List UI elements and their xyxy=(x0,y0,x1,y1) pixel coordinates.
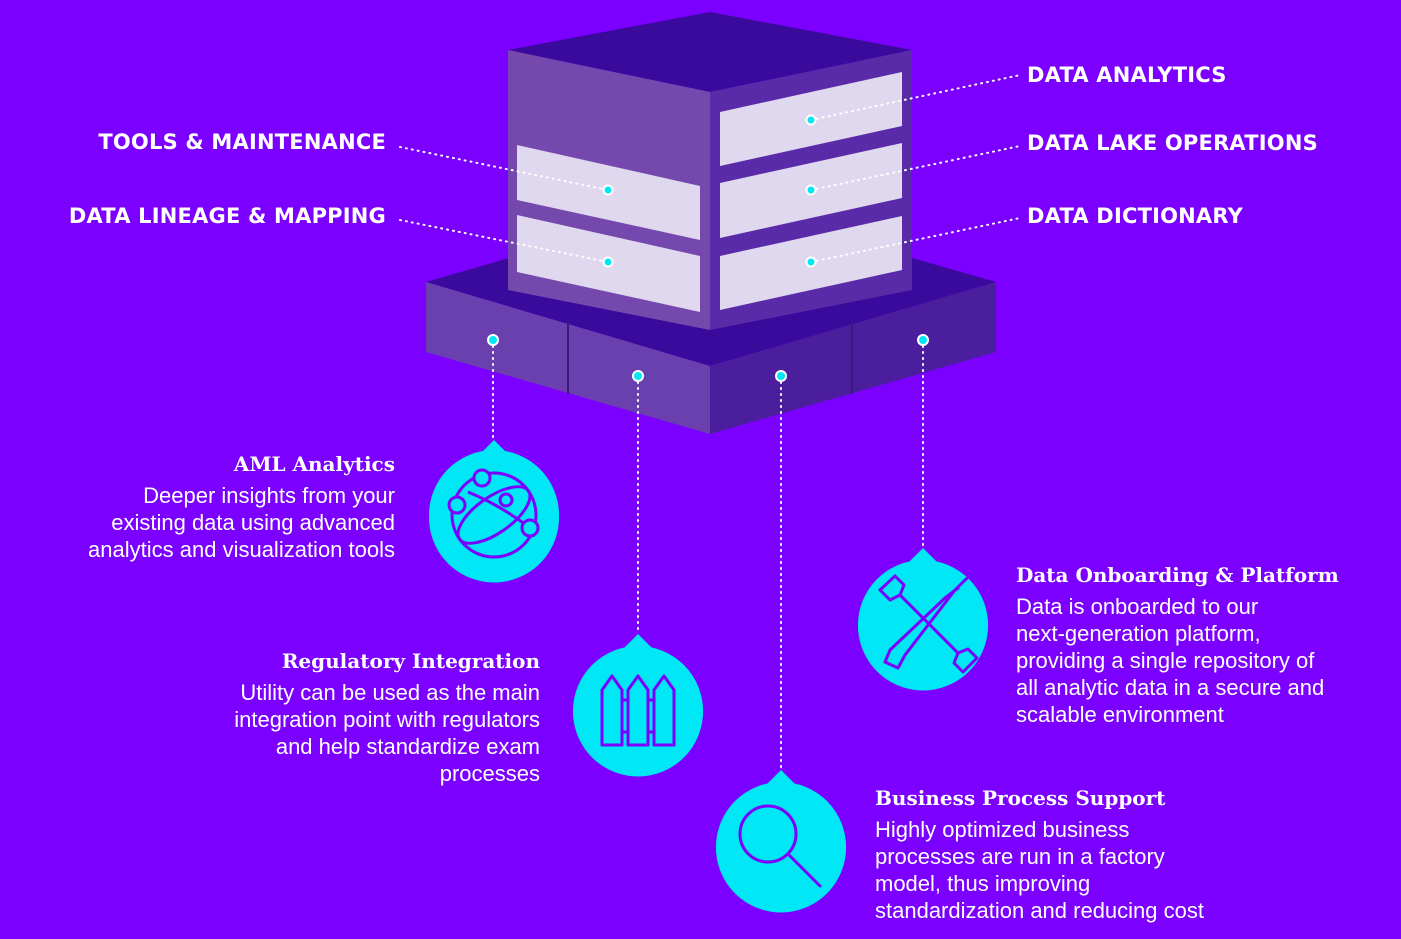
magnifier-icon xyxy=(738,804,822,888)
label-data-lake: DATA LAKE OPERATIONS xyxy=(1027,131,1318,155)
feature-body: Highly optimized business processes are … xyxy=(875,817,1204,923)
feature-business-process: Business Process Support Highly optimize… xyxy=(875,786,1275,924)
onboarding-badge xyxy=(857,548,988,691)
feature-body: Deeper insights from your existing data … xyxy=(88,483,395,562)
connector-dots xyxy=(487,114,929,382)
regulatory-badge xyxy=(573,634,704,777)
feature-body: Data is onboarded to our next-generation… xyxy=(1016,594,1325,727)
feature-title: Business Process Support xyxy=(875,786,1166,810)
fence-icon xyxy=(600,674,676,747)
feature-title: Data Onboarding & Platform xyxy=(1016,563,1339,587)
feature-title: AML Analytics xyxy=(233,452,395,476)
feature-regulatory-integration: Regulatory Integration Utility can be us… xyxy=(120,649,540,787)
feature-body: Utility can be used as the main integrat… xyxy=(234,680,540,786)
network-globe-icon xyxy=(447,468,540,559)
feature-aml-analytics: AML Analytics Deeper insights from your … xyxy=(0,452,395,563)
aml-badge xyxy=(429,440,559,583)
business-badge xyxy=(715,770,847,913)
label-data-analytics: DATA ANALYTICS xyxy=(1027,63,1227,87)
wrench-screwdriver-icon xyxy=(878,572,979,674)
label-data-dictionary: DATA DICTIONARY xyxy=(1027,204,1244,228)
label-tools-maintenance: TOOLS & MAINTENANCE xyxy=(98,130,386,154)
feature-data-onboarding: Data Onboarding & Platform Data is onboa… xyxy=(1016,563,1401,728)
feature-title: Regulatory Integration xyxy=(281,649,540,673)
label-connectors xyxy=(399,74,1021,771)
label-data-lineage: DATA LINEAGE & MAPPING xyxy=(68,204,386,228)
